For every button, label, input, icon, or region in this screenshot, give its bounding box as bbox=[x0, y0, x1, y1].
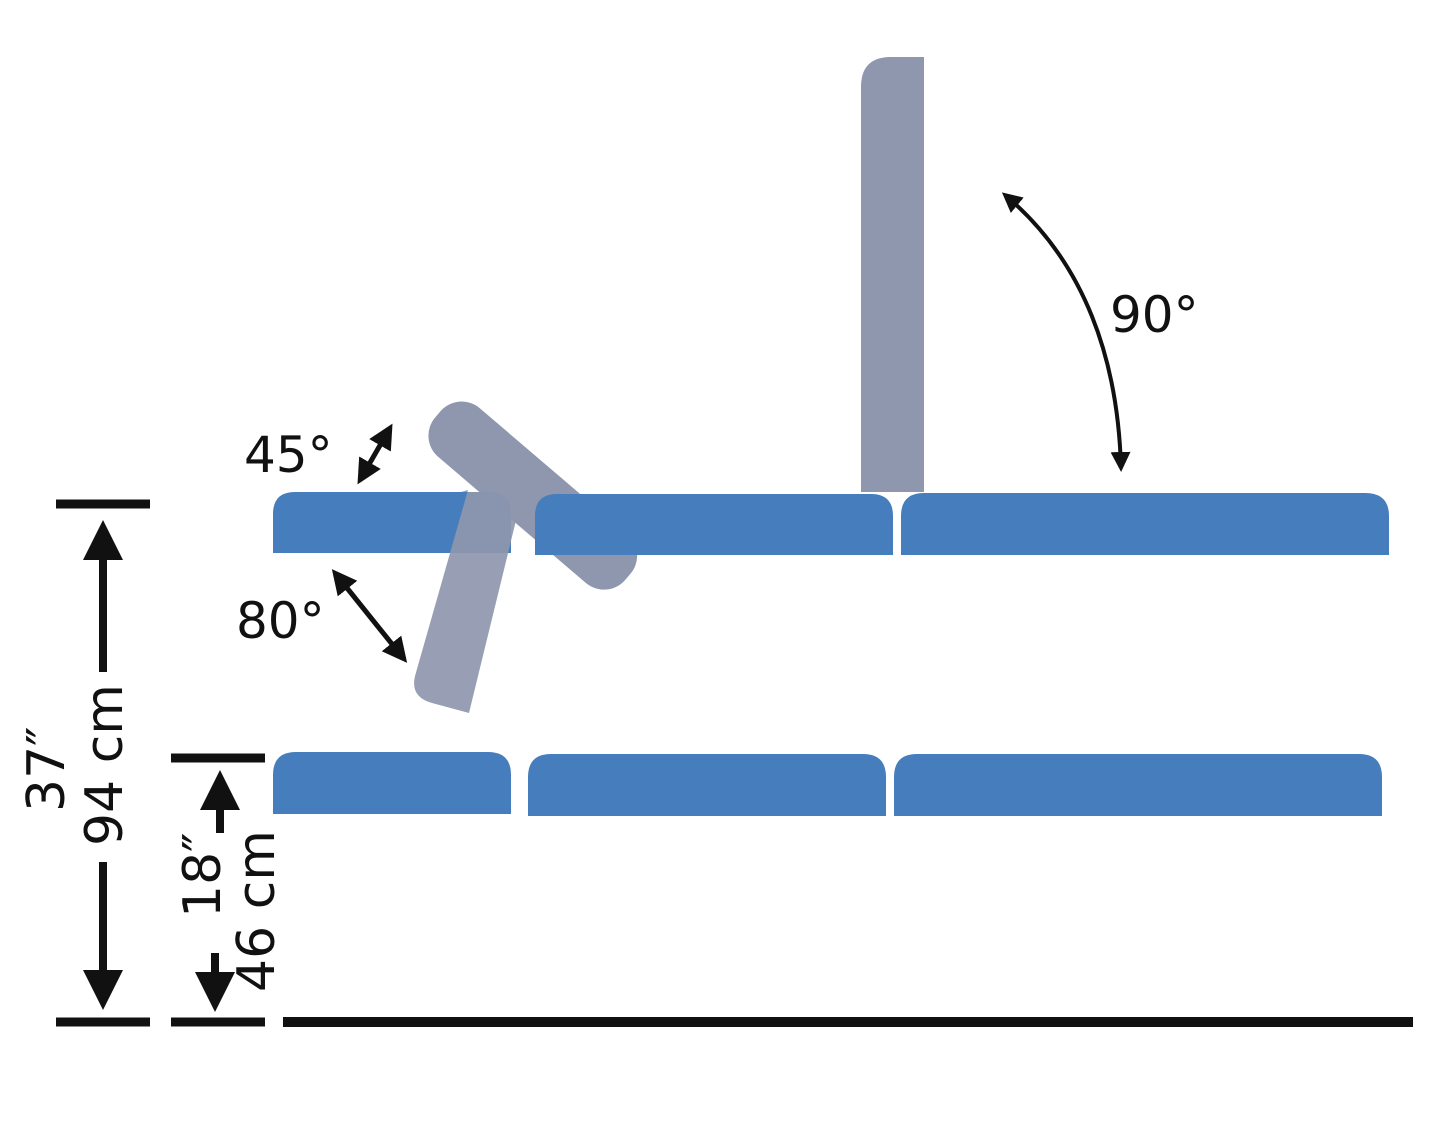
min-height-inches-label: 18″ bbox=[173, 832, 233, 918]
max-height-inches-label: 37″ bbox=[17, 726, 77, 812]
lower-foot-pad bbox=[894, 754, 1382, 816]
upper-middle-pad bbox=[535, 494, 893, 555]
max-height-cm-label: 94 cm bbox=[75, 684, 135, 846]
min-height-cm-label: 46 cm bbox=[227, 830, 287, 992]
headrest-down-80 bbox=[414, 490, 521, 713]
backrest-raised bbox=[861, 57, 924, 492]
lower-middle-pad bbox=[528, 754, 886, 816]
upper-foot-pad bbox=[901, 493, 1389, 555]
angle-80-arrow bbox=[331, 569, 408, 663]
angle-90-label: 90° bbox=[1110, 286, 1199, 344]
upper-head-pad bbox=[273, 492, 511, 553]
angle-45-label: 45° bbox=[244, 426, 333, 484]
angle-80-label: 80° bbox=[236, 592, 325, 650]
lower-head-pad bbox=[273, 752, 511, 814]
angle-90-arrow bbox=[1001, 192, 1131, 472]
angle-45-arrow bbox=[357, 423, 393, 485]
